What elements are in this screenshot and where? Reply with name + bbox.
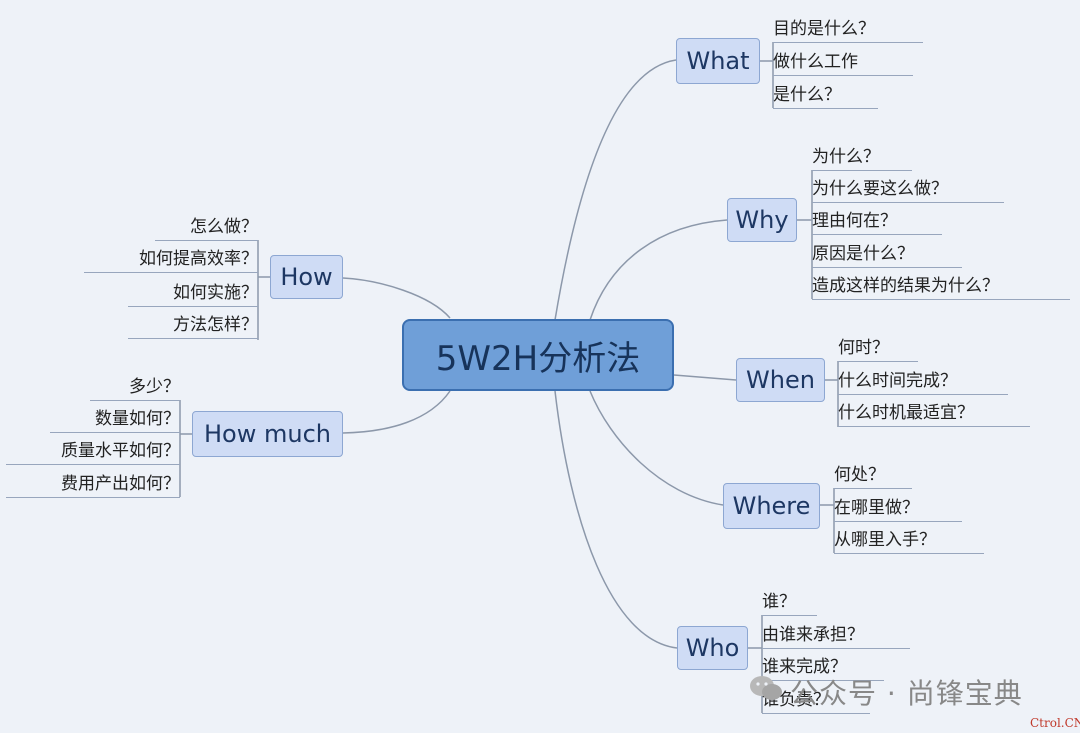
who-item-2: 由谁来承担？ xyxy=(762,622,910,649)
how-much-item-3: 质量水平如何？ xyxy=(6,438,180,465)
where-item-2: 在哪里做？ xyxy=(834,495,962,522)
how-much-item-1: 多少？ xyxy=(90,374,180,401)
topic-who: Who xyxy=(677,626,748,670)
branch-line-where xyxy=(589,390,724,506)
central-topic: 5W2H分析法 xyxy=(402,319,674,391)
topic-why: Why xyxy=(727,198,797,242)
topic-how-much: How much xyxy=(192,411,343,457)
how-item-2: 如何提高效率？ xyxy=(84,246,258,273)
what-item-3: 是什么？ xyxy=(773,82,878,109)
what-item-2: 做什么工作 xyxy=(773,49,913,76)
how-item-1: 怎么做？ xyxy=(155,214,258,241)
how-item-3: 如何实施？ xyxy=(128,280,258,307)
where-item-1: 何处？ xyxy=(834,462,912,489)
branch-line-when xyxy=(673,374,737,381)
how-item-4: 方法怎样？ xyxy=(128,312,258,339)
why-item-3: 理由何在？ xyxy=(812,208,942,235)
why-item-1: 为什么？ xyxy=(812,144,912,171)
what-item-1: 目的是什么？ xyxy=(773,16,923,43)
when-item-3: 什么时机最适宜？ xyxy=(838,400,1030,427)
topic-what: What xyxy=(676,38,760,84)
why-item-5: 造成这样的结果为什么？ xyxy=(812,273,1070,300)
branch-line-who xyxy=(554,390,678,649)
when-item-1: 何时？ xyxy=(838,335,918,362)
watermark-text: 公众号 · 尚锋宝典 xyxy=(790,677,1023,710)
branch-line-why xyxy=(589,219,728,321)
where-item-3: 从哪里入手？ xyxy=(834,527,984,554)
who-item-3: 谁来完成？ xyxy=(762,654,884,681)
branch-line-how-much xyxy=(342,390,451,434)
wechat-logo-icon xyxy=(750,676,782,700)
how-much-item-4: 费用产出如何？ xyxy=(6,471,180,498)
why-item-4: 原因是什么？ xyxy=(812,241,962,268)
credit-text: Ctrol.CN xyxy=(1030,716,1080,730)
topic-when: When xyxy=(736,358,825,402)
how-much-item-2: 数量如何？ xyxy=(50,406,180,433)
when-item-2: 什么时间完成？ xyxy=(838,368,1008,395)
topic-where: Where xyxy=(723,483,820,529)
topic-how: How xyxy=(270,255,343,299)
branch-line-how xyxy=(342,277,451,319)
why-item-2: 为什么要这么做？ xyxy=(812,176,1004,203)
who-item-1: 谁？ xyxy=(762,589,817,616)
branch-line-what xyxy=(554,59,677,321)
